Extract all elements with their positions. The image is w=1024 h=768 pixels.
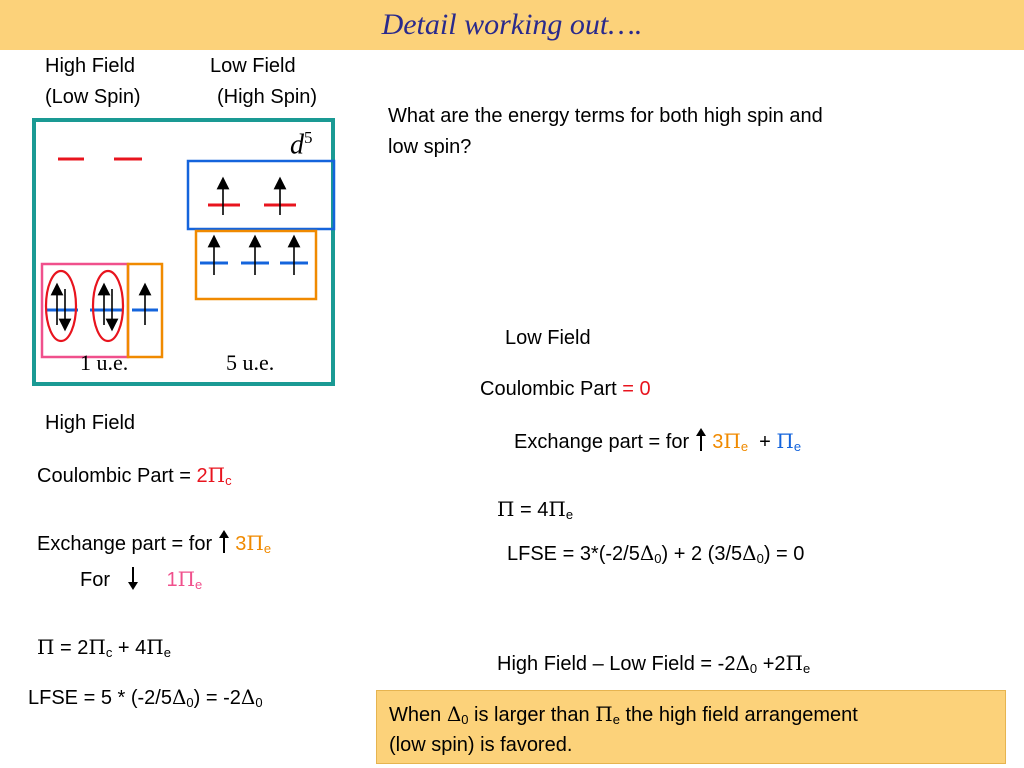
label-high-spin: (High Spin) [217,86,318,108]
conclusion-box: When Δ0 is larger than Πe the high field… [376,690,1006,764]
high-field-exchange: Exchange part = for 3Πe [37,530,272,556]
low-field-exchange: Exchange part = for 3Πe + Πe [514,428,802,454]
title-bar [0,0,1024,50]
pair-ellipse-1 [44,269,78,343]
comparison-equation: High Field – Low Field = -2Δ0 +2Πe [497,651,811,676]
label-low-spin: (Low Spin) [45,86,141,108]
label-low-field: Low Field [210,55,296,77]
label-high-field: High Field [45,55,136,77]
high-field-heading: High Field [45,412,136,434]
t2g-box-low-field [194,229,318,301]
spin-down-icon [127,567,138,590]
unpaired-box-high-field [126,262,164,359]
high-field-for-down: For 1Πe [80,567,203,592]
question-line-1: What are the energy terms for both high … [388,105,823,127]
ue-left-label: 1 u.e. [80,350,129,375]
low-field-coulombic: Coulombic Part = 0 [480,378,651,400]
pair-ellipse-2 [91,269,125,343]
question-line-2: low spin? [388,136,472,158]
diagram-frame [32,118,335,386]
high-field-coulombic: Coulombic Part = 2Πc [37,463,232,488]
eg-box-low-field [186,159,336,231]
orbital-splitting-diagram [32,118,336,386]
high-field-pi-equation: Π = 2Πc + 4Πe [37,635,171,660]
spin-up-icon [695,428,706,451]
high-field-lfse: LFSE = 5 * (-2/5Δ0) = -2Δ0 [28,685,263,710]
slide-title: Detail working out…. [381,8,643,41]
spin-up-icon [218,530,229,553]
low-field-pi-equation: Π = 4Πe [497,497,574,522]
ue-right-label: 5 u.e. [226,350,275,375]
conclusion-line-2: (low spin) is favored. [389,734,573,756]
conclusion-line-1: When Δ0 is larger than Πe the high field… [389,702,858,727]
d5-label: d5 [290,128,313,161]
low-field-heading: Low Field [505,327,591,349]
low-field-lfse: LFSE = 3*(-2/5Δ0) + 2 (3/5Δ0) = 0 [507,541,805,566]
